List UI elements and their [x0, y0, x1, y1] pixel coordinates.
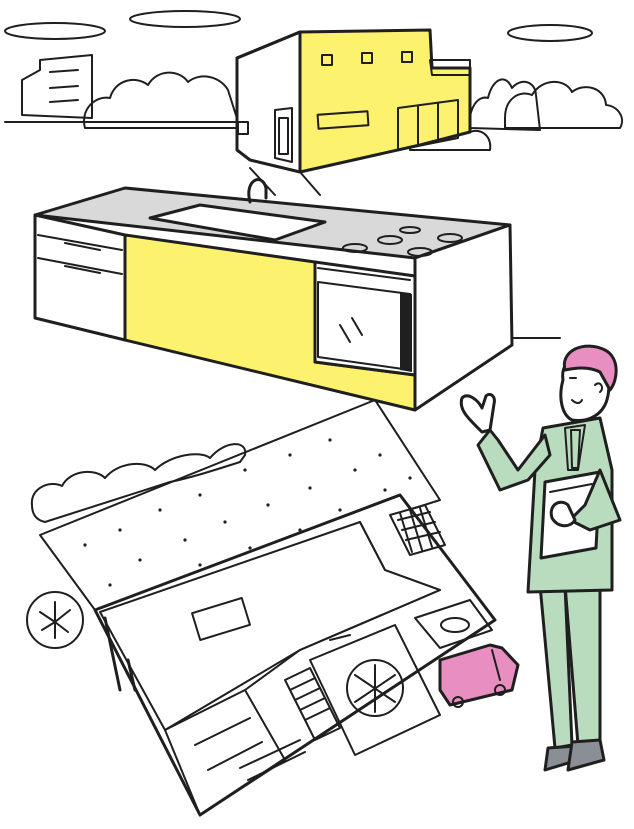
gravel-dots — [83, 438, 412, 587]
window-icon — [401, 51, 413, 63]
sink-icon — [148, 203, 327, 242]
kitchen-area — [389, 504, 446, 556]
house-icon — [235, 28, 472, 196]
background-building — [4, 54, 241, 123]
floor-plan-icon — [93, 493, 497, 817]
courtyard — [309, 624, 441, 756]
bush-icon — [504, 80, 624, 129]
bush-icon — [468, 78, 541, 131]
bush-icon — [83, 71, 241, 129]
faucet-icon — [247, 178, 268, 204]
cloud-icon — [4, 22, 106, 40]
hand-icon — [459, 392, 496, 434]
bedroom — [164, 689, 286, 816]
kitchen-island-icon — [33, 178, 561, 412]
window-icon — [321, 54, 333, 66]
mailbox-icon — [237, 121, 249, 135]
plant-icon — [346, 659, 404, 717]
agent-person-icon — [459, 344, 622, 772]
window-icon — [316, 110, 370, 130]
tie-icon — [570, 429, 581, 469]
cooktop-icon — [342, 226, 463, 257]
dining-table-icon — [191, 597, 251, 641]
background-bushes — [83, 71, 624, 151]
cloud-icon — [129, 10, 241, 28]
door-icon — [274, 107, 293, 163]
car-icon — [438, 643, 520, 708]
cloud-icon — [507, 24, 593, 42]
lot-area — [26, 399, 441, 649]
tree-icon — [26, 591, 84, 649]
clouds — [4, 10, 593, 42]
hair — [562, 344, 618, 392]
window-icon — [361, 52, 373, 64]
hedge-icon — [30, 443, 247, 523]
